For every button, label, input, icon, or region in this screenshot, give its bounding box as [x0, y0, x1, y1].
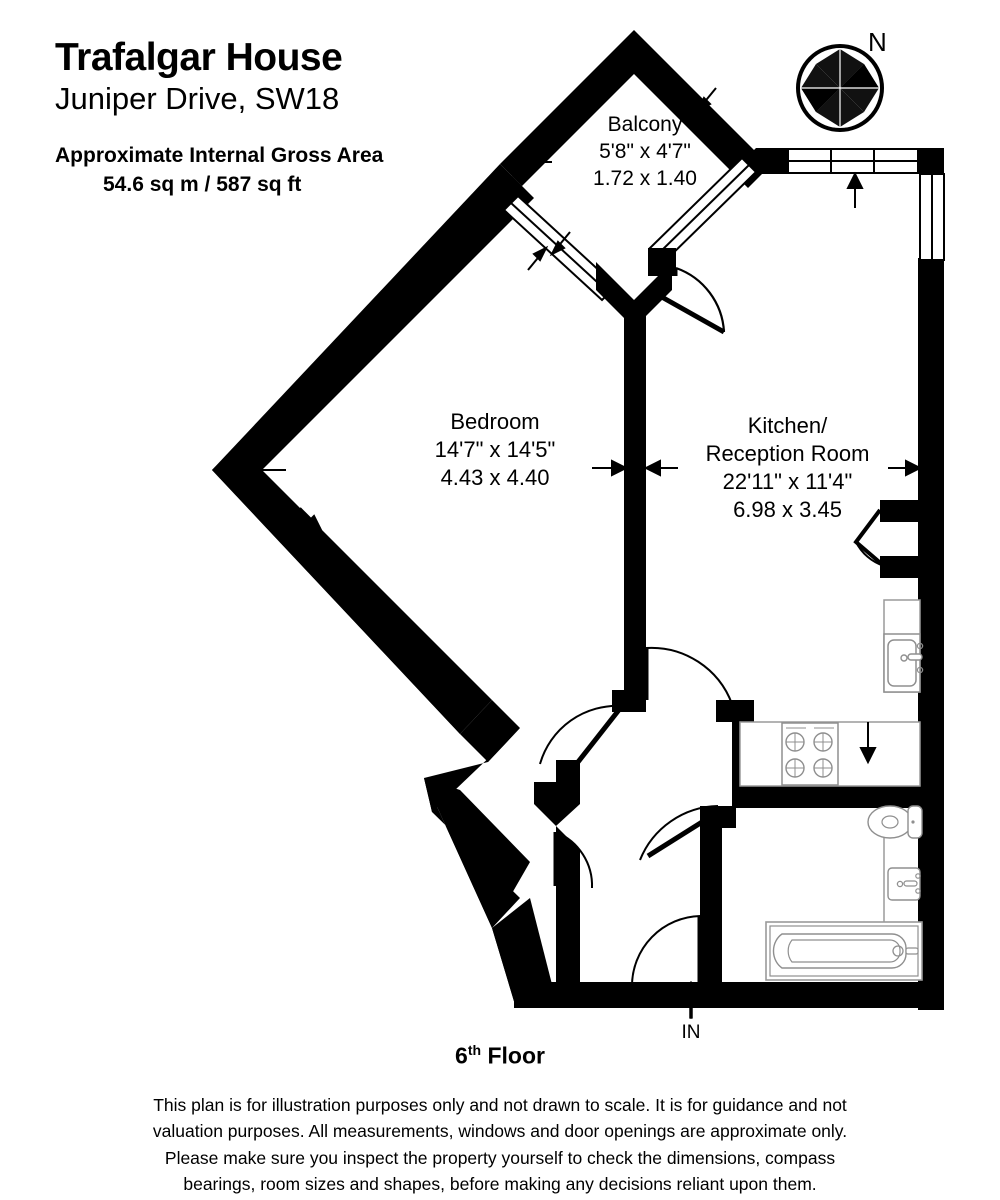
- bedroom-metric: 4.43 x 4.40: [440, 465, 550, 491]
- kitchen-imperial: 22'11" x 11'4": [722, 469, 853, 495]
- hallway-walls: [534, 700, 922, 986]
- door-entrance: [631, 915, 703, 987]
- balcony-imperial: 5'8" x 4'7": [599, 139, 691, 163]
- door-bedroom: [643, 646, 733, 705]
- kitchen-metric: 6.98 x 3.45: [733, 497, 842, 523]
- bedroom-name: Bedroom: [450, 409, 540, 434]
- area-summary: Approximate Internal Gross Area 54.6 sq …: [55, 141, 495, 201]
- bathroom-fixtures: [765, 805, 923, 981]
- room-label-balcony: Balcony 5'8" x 4'7" 1.72 x 1.40: [500, 112, 790, 193]
- floor-ordinal: th: [467, 1042, 482, 1058]
- compass-star-icon: [796, 44, 884, 132]
- disclaimer-line-1: This plan is for illustration purposes o…: [153, 1095, 847, 1115]
- compass-north-label: N: [868, 27, 887, 57]
- up-arrow-icon: [679, 981, 703, 1019]
- kitchen-name-line2: Reception Room: [705, 441, 870, 467]
- balcony-name: Balcony: [607, 113, 683, 136]
- page-title: Trafalgar House: [55, 36, 343, 79]
- dimension-arrows: [245, 87, 923, 765]
- disclaimer-block: This plan is for illustration purposes o…: [120, 1092, 880, 1197]
- door-cupboard-hall: [539, 704, 624, 765]
- floor-label: 6th Floor: [0, 1042, 1000, 1070]
- disclaimer-line-2: valuation purposes. All measurements, wi…: [152, 1121, 848, 1142]
- kitchen-counter-sink: [883, 599, 924, 693]
- toilet-icon: [867, 805, 923, 839]
- disclaimer-line-3: Please make sure you inspect the propert…: [164, 1147, 836, 1168]
- disclaimer-line-4: bearings, room sizes and shapes, before …: [183, 1173, 817, 1194]
- window-top: [787, 148, 919, 174]
- kitchen-name-line1: Kitchen/: [747, 413, 828, 438]
- partition-bedroom-kitchen: [612, 300, 646, 712]
- room-label-bedroom: Bedroom 14'7" x 14'5" 4.43 x 4.40: [360, 408, 630, 492]
- floor-number: 6: [455, 1042, 468, 1069]
- page-subtitle-address: Juniper Drive, SW18: [55, 80, 340, 116]
- floor-word: Floor: [487, 1042, 545, 1069]
- area-value: 54.6 sq m / 587 sq ft: [103, 173, 302, 197]
- wash-basin-icon: [887, 867, 921, 901]
- entrance-label: IN: [681, 1022, 701, 1043]
- balcony-door: [658, 266, 726, 335]
- door-bathroom: [639, 805, 720, 861]
- area-label: Approximate Internal Gross Area: [55, 143, 384, 167]
- kitchen-hob: [739, 721, 921, 787]
- balcony-metric: 1.72 x 1.40: [593, 166, 697, 190]
- header-block: Trafalgar House Juniper Drive, SW18 Appr…: [55, 36, 495, 201]
- window-right: [919, 173, 945, 261]
- kitchen-cupboard: [853, 500, 920, 578]
- door-storage-lower: [553, 831, 594, 889]
- bathtub-icon: [765, 921, 923, 981]
- room-label-kitchen: Kitchen/ Reception Room 22'11" x 11'4" 6…: [665, 412, 910, 525]
- bedroom-imperial: 14'7" x 14'5": [434, 437, 556, 463]
